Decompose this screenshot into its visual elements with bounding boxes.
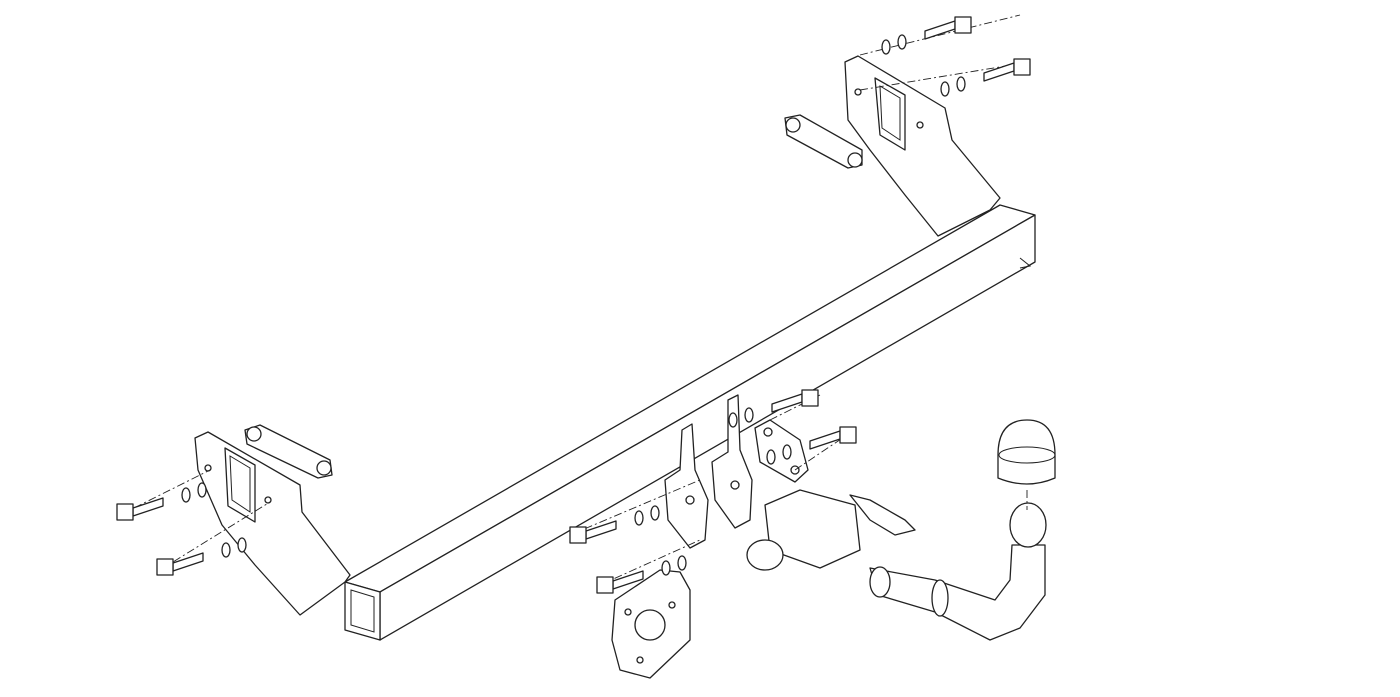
bolt-washer-set xyxy=(156,537,247,576)
bolt-washer-set xyxy=(881,16,972,55)
right-mounting-bracket xyxy=(844,55,1001,237)
bolt-washer-set xyxy=(728,389,819,428)
tow-ball-cap xyxy=(997,419,1056,485)
bolt-sets xyxy=(116,16,1031,594)
side-plate xyxy=(754,419,809,483)
electric-module xyxy=(746,489,916,571)
assembly-axis-lines xyxy=(119,14,1031,586)
main-cross-beam xyxy=(344,204,1036,641)
bolt-washer-set xyxy=(116,482,207,521)
socket-mounting-plate xyxy=(611,569,691,679)
right-connecting-strap xyxy=(784,114,863,169)
bolt-washer-set xyxy=(940,58,1031,97)
bolt-washer-set xyxy=(569,505,660,544)
left-connecting-strap xyxy=(244,424,333,479)
left-mounting-bracket xyxy=(194,431,351,616)
tow-ball-neck xyxy=(869,502,1047,641)
bolt-washer-set xyxy=(596,555,687,594)
bolt-washer-set xyxy=(766,426,857,465)
center-ball-mount-brackets xyxy=(664,394,753,549)
